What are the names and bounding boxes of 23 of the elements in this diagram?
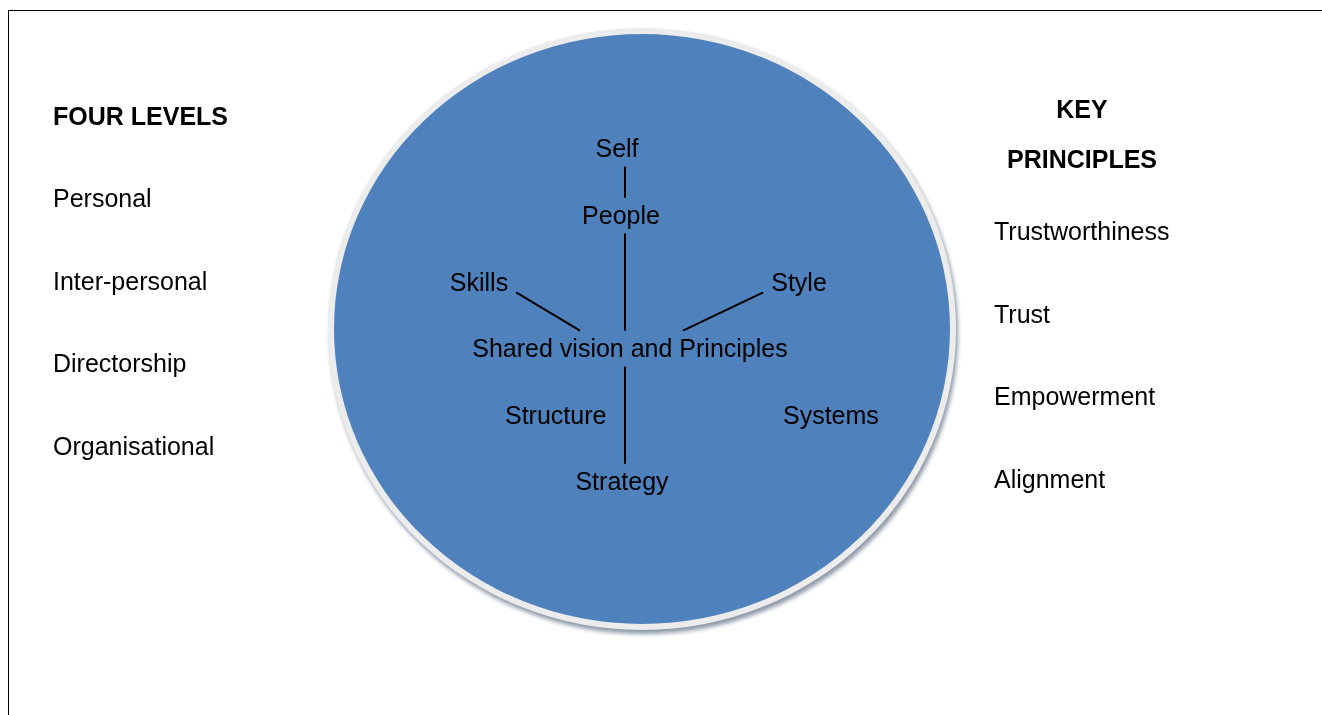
node-label: People	[582, 200, 660, 230]
connector-line	[682, 291, 765, 332]
heading: KEY PRINCIPLES	[1006, 94, 1158, 175]
node-label: Skills	[449, 267, 509, 297]
node-label: Self	[595, 133, 639, 163]
text-label: Trust	[994, 299, 1051, 329]
connector-line	[624, 365, 626, 465]
connector-line	[515, 291, 581, 332]
text-label: Personal	[53, 183, 152, 213]
connector-line	[624, 165, 626, 199]
heading: FOUR LEVELS	[53, 101, 228, 131]
node-label: Style	[771, 267, 827, 297]
text-label: Alignment	[994, 464, 1106, 494]
text-label: Trustworthiness	[994, 216, 1170, 246]
node-label: Shared vision and Principles	[472, 333, 788, 363]
node-label: Strategy	[575, 466, 669, 496]
text-label: Directorship	[53, 348, 187, 378]
text-label: Structure	[505, 400, 607, 430]
text-label: Inter-personal	[53, 266, 208, 296]
text-label: Systems	[783, 400, 879, 430]
text-label: Empowerment	[994, 381, 1156, 411]
text-label: Organisational	[53, 431, 215, 461]
connector-line	[624, 232, 626, 332]
